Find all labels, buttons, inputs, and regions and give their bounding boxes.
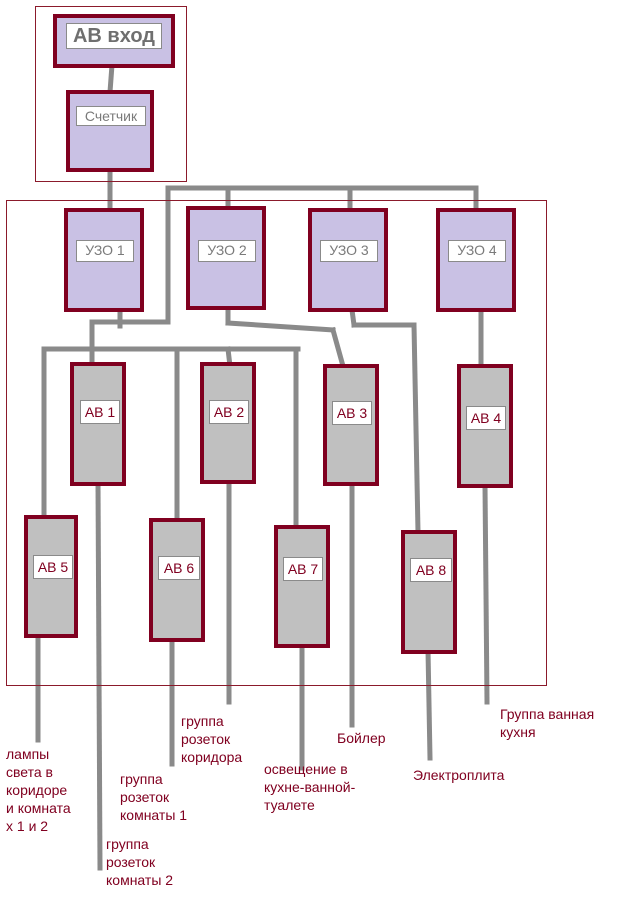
uzo4-label: УЗО 4 [448,240,506,262]
uzo2-label: УЗО 2 [198,240,256,262]
output-corridor-sockets: группа розеток коридора [181,713,243,765]
uzo1-box: УЗО 1 [64,208,144,312]
uzo2-box: УЗО 2 [186,206,266,310]
wire-av8-out [425,647,433,761]
output-room1-sockets: группа розеток комнаты 1 [120,771,188,823]
output-room2-sockets: группа розеток комнаты 2 [106,836,174,888]
av8-label: АВ 8 [410,558,452,582]
input-panel-frame [35,6,187,182]
wire-uzo3-out-c [411,322,421,535]
wire-av1-out [95,479,103,871]
output-stove: Электроплита [413,767,505,783]
av7-box: АВ 7 [274,525,330,648]
wire-main-to-meter [107,62,115,95]
wire-uzo2-out-b [225,320,336,333]
uzo3-box: УЗО 3 [308,208,388,312]
av1-label: АВ 1 [80,400,120,424]
av4-label: АВ 4 [466,406,506,430]
av-main-box: АВ вход [53,14,175,68]
av5-box: АВ 5 [24,515,78,638]
distribution-panel-frame [6,200,547,686]
uzo4-box: УЗО 4 [436,208,516,312]
av2-label: АВ 2 [209,400,249,424]
uzo3-label: УЗО 3 [320,240,378,262]
av6-box: АВ 6 [149,518,205,642]
av4-box: АВ 4 [457,364,513,488]
av8-box: АВ 8 [401,530,457,654]
meter-box: Счетчик [66,90,154,172]
output-lamps: лампы света в коридоре и комната х 1 и 2 [6,746,71,834]
wire-uzo2-out-c [329,326,347,370]
av1-box: АВ 1 [70,362,126,486]
output-bath-kitchen: Группа ванная кухня [500,706,595,740]
output-boiler: Бойлер [337,730,386,746]
av7-label: АВ 7 [283,557,323,581]
meter-label: Счетчик [76,106,146,126]
av-main-label: АВ вход [66,23,162,49]
output-lighting: освещение в кухне-ванной- туалете [264,761,356,813]
av2-box: АВ 2 [200,362,256,484]
av3-box: АВ 3 [323,364,379,486]
wire-av4-out [482,482,490,705]
av3-label: АВ 3 [332,401,372,425]
av5-label: АВ 5 [33,555,73,579]
av6-label: АВ 6 [158,556,200,580]
uzo1-label: УЗО 1 [76,240,134,262]
